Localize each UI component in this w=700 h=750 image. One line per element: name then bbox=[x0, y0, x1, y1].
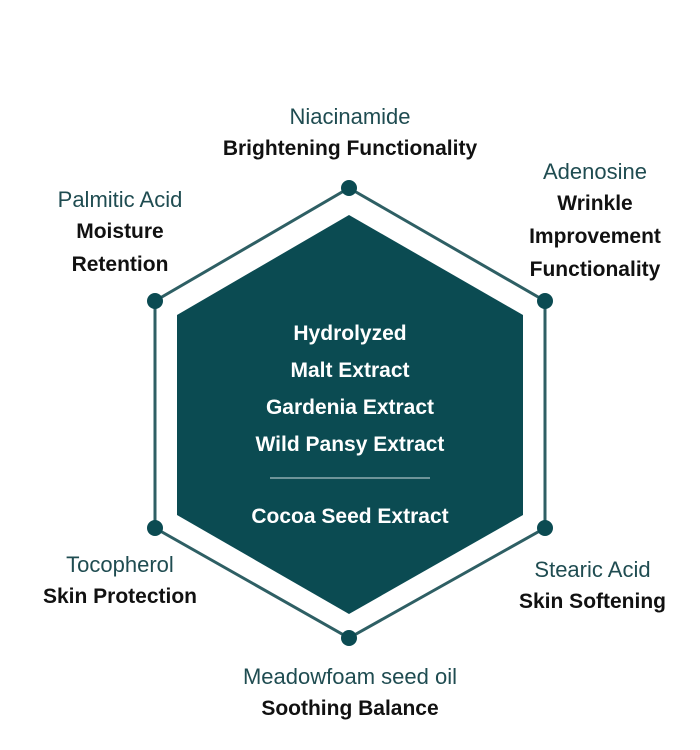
inner-hexagon bbox=[177, 215, 523, 614]
node-dot-bottom bbox=[341, 630, 357, 646]
label-top-left: Palmitic Acid Moisture Retention bbox=[40, 185, 200, 281]
ingredient-name: Tocopherol bbox=[66, 552, 174, 577]
ingredient-function: Moisture Retention bbox=[71, 220, 169, 276]
center-ingredient: Gardenia Extract bbox=[265, 396, 435, 419]
label-bottom-left: Tocopherol Skin Protection bbox=[10, 550, 230, 613]
center-ingredient-list: Hydrolyzed Malt Extract Gardenia Extract… bbox=[200, 315, 500, 463]
label-bottom-right: Stearic Acid Skin Softening bbox=[495, 555, 690, 618]
center-ingredient: Hydrolyzed bbox=[293, 322, 407, 345]
node-dot-bottom-right bbox=[537, 520, 553, 536]
ingredient-function: Soothing Balance bbox=[261, 697, 439, 720]
center-ingredient: Malt Extract bbox=[290, 359, 410, 382]
label-top: Niacinamide Brightening Functionality bbox=[175, 102, 525, 165]
ingredient-function: Skin Protection bbox=[42, 585, 198, 608]
node-dot-top-right bbox=[537, 293, 553, 309]
ingredient-function: Brightening Functionality bbox=[222, 137, 478, 160]
ingredient-name: Niacinamide bbox=[289, 104, 411, 129]
ingredient-function: Skin Softening bbox=[519, 590, 666, 613]
ingredient-name: Stearic Acid bbox=[534, 557, 651, 582]
center-ingredient: Wild Pansy Extract bbox=[255, 433, 445, 456]
ingredient-name: Adenosine bbox=[543, 159, 647, 184]
node-dot-top bbox=[341, 180, 357, 196]
node-dot-top-left bbox=[147, 293, 163, 309]
ingredient-function: Wrinkle Improvement Functionality bbox=[529, 192, 661, 281]
center-extra-ingredient: Cocoa Seed Extract bbox=[251, 505, 449, 528]
label-top-right: Adenosine Wrinkle Improvement Functional… bbox=[510, 157, 680, 286]
node-dot-bottom-left bbox=[147, 520, 163, 536]
ingredient-name: Meadowfoam seed oil bbox=[242, 664, 457, 689]
label-bottom: Meadowfoam seed oil Soothing Balance bbox=[175, 662, 525, 725]
ingredient-name: Palmitic Acid bbox=[57, 187, 183, 212]
